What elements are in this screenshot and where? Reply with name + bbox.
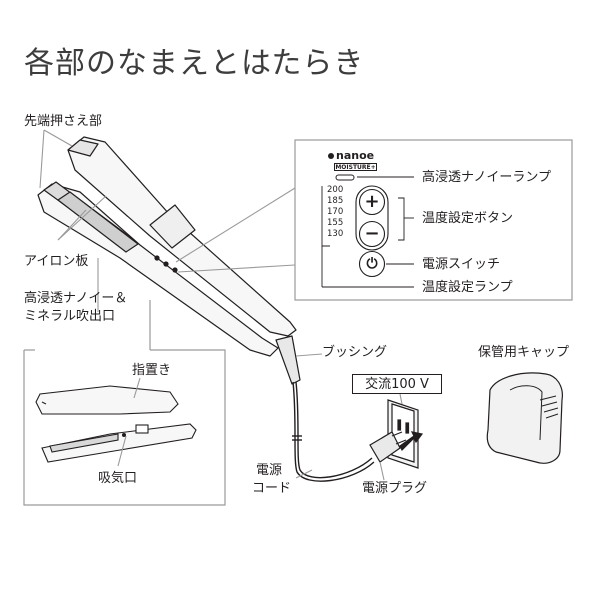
label-tip-press: 先端押さえ部 xyxy=(24,114,103,129)
minus-icon: − xyxy=(364,223,380,244)
voltage-label: 交流100 V xyxy=(352,374,442,394)
leader-lines xyxy=(39,129,403,481)
temperature-value: 185 xyxy=(327,196,344,206)
label-power-plug: 電源プラグ xyxy=(362,481,428,496)
inset-iron-illustration xyxy=(35,385,197,463)
label-nanoe-outlet-line1: 高浸透ナノイー＆ xyxy=(24,291,128,306)
label-power-switch: 電源スイッチ xyxy=(422,257,501,272)
label-bushing: ブッシング xyxy=(322,345,388,360)
label-power-cord-line2: コード xyxy=(252,481,292,496)
label-temp-lamp: 温度設定ランプ xyxy=(422,280,513,295)
temperature-value: 170 xyxy=(327,207,344,217)
temperature-value: 155 xyxy=(327,218,344,228)
label-finger-rest: 指置き xyxy=(132,363,172,378)
power-icon: ⏻ xyxy=(366,256,378,272)
storage-cap-illustration xyxy=(486,372,563,464)
nanoe-brand-logo: nanoe xyxy=(336,149,375,162)
plus-icon: + xyxy=(364,191,380,212)
control-panel-box xyxy=(294,139,573,301)
power-plug-illustration xyxy=(369,431,424,463)
temperature-value: 130 xyxy=(327,229,344,239)
temperature-value: 200 xyxy=(327,185,344,195)
nanoe-brand-sub: MOISTURE+ xyxy=(334,163,377,171)
label-storage-cap: 保管用キャップ xyxy=(478,345,570,360)
power-cord-illustration xyxy=(292,381,375,482)
hair-iron-illustration xyxy=(37,136,301,385)
inset-frame xyxy=(23,300,226,506)
label-nanoe-lamp: 高浸透ナノイーランプ xyxy=(422,170,551,185)
label-temp-buttons: 温度設定ボタン xyxy=(422,211,514,226)
label-air-intake: 吸気口 xyxy=(98,471,138,486)
page-title: 各部のなまえとはたらき xyxy=(24,46,365,81)
temperature-scale: 200 185 170 155 130 xyxy=(327,185,343,240)
label-iron-plate: アイロン板 xyxy=(24,254,89,269)
label-power-cord-line1: 電源 xyxy=(256,463,283,478)
label-nanoe-outlet-line2: ミネラル吹出口 xyxy=(24,309,116,324)
